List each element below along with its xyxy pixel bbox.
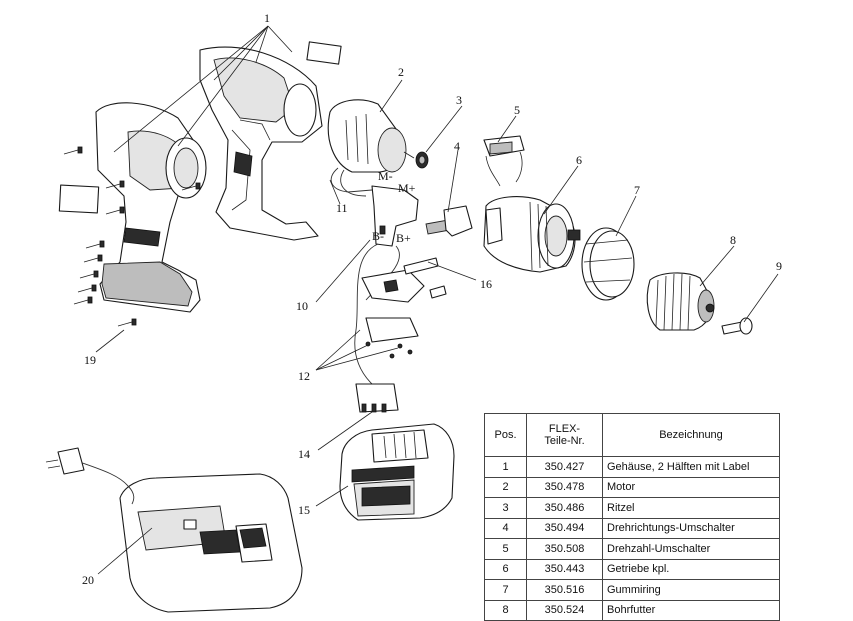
header-description: Bezeichnung [602, 413, 780, 457]
cell-pos: 5 [484, 538, 527, 560]
switch-assembly: M- M+ B- B+ [354, 169, 447, 413]
callout-16: 16 [480, 277, 492, 291]
cell-part-no: 350.427 [526, 456, 603, 478]
terminal-m-minus: M- [378, 169, 393, 183]
callout-14: 14 [298, 447, 310, 461]
callout-11: 11 [336, 201, 348, 215]
cell-pos: 7 [484, 579, 527, 601]
callout-10: 10 [296, 299, 308, 313]
leader-lines [95, 25, 779, 575]
cell-part-no: 350.443 [526, 558, 603, 580]
speed-switch-part [483, 135, 525, 187]
charger-part [45, 447, 303, 613]
header-pos: Pos. [484, 413, 527, 457]
cell-description: Drehrichtungs-Umschalter [602, 517, 780, 539]
header-part-no-line2: Teile-Nr. [544, 435, 585, 447]
callout-7: 7 [634, 183, 640, 197]
cell-part-no: 350.494 [526, 517, 603, 539]
terminal-b-plus: B+ [396, 231, 411, 245]
cell-pos: 8 [484, 599, 527, 621]
table-header-row: Pos. FLEX-Teile-Nr. Bezeichnung [484, 413, 780, 457]
cell-description: Getriebe kpl. [602, 558, 780, 580]
cell-part-no: 350.524 [526, 599, 603, 621]
callout-12: 12 [298, 369, 310, 383]
cell-pos: 6 [484, 558, 527, 580]
header-part-no: FLEX-Teile-Nr. [526, 413, 603, 457]
screw-set-part [63, 146, 201, 327]
gearbox-part [483, 196, 581, 273]
pinion-part [415, 151, 429, 169]
callout-5: 5 [514, 103, 520, 117]
cell-part-no: 350.508 [526, 538, 603, 560]
direction-switch-part [425, 205, 473, 237]
callout-19: 19 [84, 353, 96, 367]
cell-pos: 3 [484, 497, 527, 519]
cell-description: Gummiring [602, 579, 780, 601]
terminal-b-minus: B- [372, 229, 384, 243]
cell-part-no: 350.478 [526, 476, 603, 498]
callout-8: 8 [730, 233, 736, 247]
callout-4: 4 [454, 139, 460, 153]
callout-1: 1 [264, 11, 270, 25]
callout-9: 9 [776, 259, 782, 273]
cell-pos: 1 [484, 456, 527, 478]
cell-part-no: 350.486 [526, 497, 603, 519]
callout-numbers: 1 2 3 5 4 6 7 8 9 11 10 16 12 14 15 19 2… [82, 11, 782, 587]
cell-description: Drehzahl-Umschalter [602, 538, 780, 560]
cell-description: Ritzel [602, 497, 780, 519]
cell-description: Bohrfutter [602, 599, 780, 621]
cell-description: Motor [602, 476, 780, 498]
rubber-ring-part [581, 227, 635, 301]
chuck-part [646, 272, 715, 331]
battery-part [339, 423, 455, 521]
header-part-no-line1: FLEX- [548, 423, 581, 435]
housing-part [58, 41, 342, 313]
cell-pos: 2 [484, 476, 527, 498]
cell-part-no: 350.516 [526, 579, 603, 601]
terminal-m-plus: M+ [398, 181, 416, 195]
chuck-screw-part [721, 317, 753, 335]
callout-6: 6 [576, 153, 582, 167]
callout-2: 2 [398, 65, 404, 79]
callout-3: 3 [456, 93, 462, 107]
cell-pos: 4 [484, 517, 527, 539]
callout-15: 15 [298, 503, 310, 517]
motor-part [327, 99, 415, 197]
callout-20: 20 [82, 573, 94, 587]
cell-description: Gehäuse, 2 Hälften mit Label [602, 456, 780, 478]
